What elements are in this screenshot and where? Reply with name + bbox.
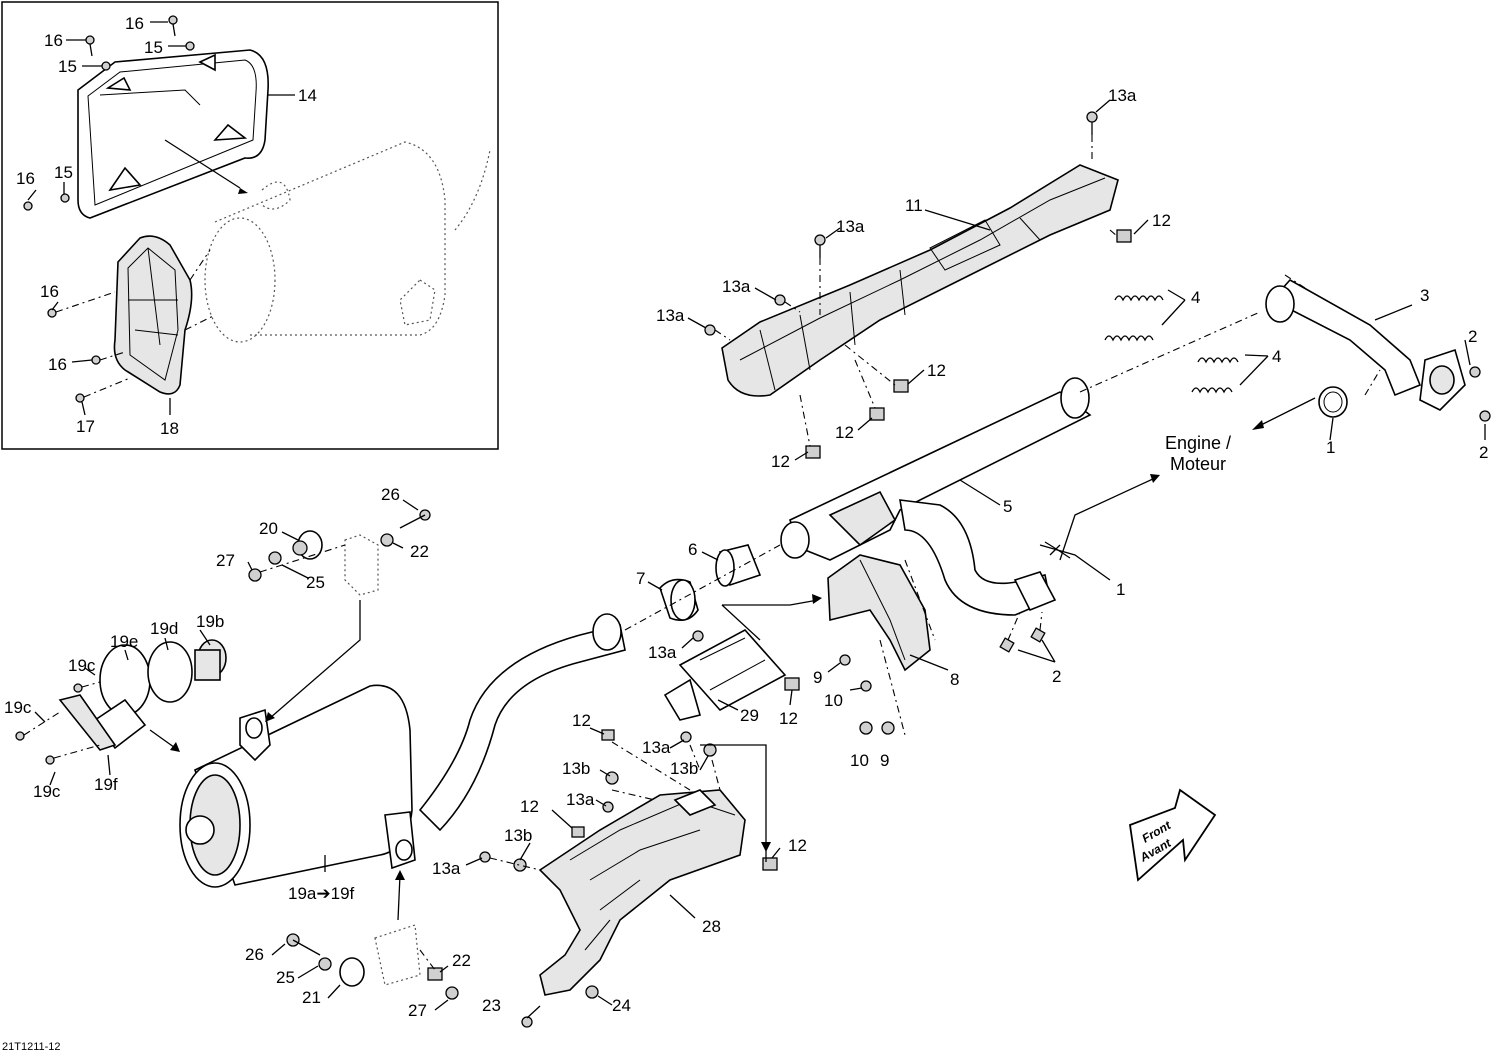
callout-22: 22: [410, 542, 429, 561]
callout-12: 12: [1152, 211, 1171, 230]
callout-2: 2: [1468, 327, 1477, 346]
callout-12: 12: [771, 452, 790, 471]
callout-13b: 13b: [670, 759, 698, 778]
front-direction-arrow: [1129, 788, 1217, 882]
callout-17: 17: [76, 417, 95, 436]
callout-8: 8: [950, 670, 959, 689]
callout-15: 15: [58, 57, 77, 76]
callout-12: 12: [835, 423, 854, 442]
callout-19a-19f: 19a➔19f: [288, 884, 355, 903]
lower-mount-hardware: [271, 870, 459, 1011]
callout-12: 12: [779, 709, 798, 728]
callout-14: 14: [298, 86, 317, 105]
callout-19b: 19b: [196, 612, 224, 631]
callout-2: 2: [1479, 443, 1488, 462]
callout-9: 9: [813, 668, 822, 687]
callout-19d: 19d: [150, 619, 178, 638]
heat-shield-11: [687, 99, 1149, 461]
header-pipe-3: [1252, 274, 1491, 441]
callout-15: 15: [144, 38, 163, 57]
engine-label-line2: Moteur: [1170, 454, 1226, 474]
callout-20: 20: [259, 519, 278, 538]
sleeve-6: [701, 544, 762, 587]
muffler-outlet-parts: [15, 629, 227, 786]
callout-13b: 13b: [504, 826, 532, 845]
callout-23: 23: [482, 996, 501, 1015]
callout-12: 12: [927, 361, 946, 380]
callout-19c: 19c: [4, 698, 32, 717]
callout-13a: 13a: [566, 790, 595, 809]
front-pipe-5: [780, 311, 1261, 663]
callout-19c: 19c: [68, 656, 96, 675]
callout-12: 12: [572, 711, 591, 730]
callout-13a: 13a: [722, 277, 751, 296]
callout-18: 18: [160, 419, 179, 438]
callout-13a: 13a: [656, 306, 685, 325]
callout-16: 16: [16, 169, 35, 188]
callout-15: 15: [54, 163, 73, 182]
callout-13b: 13b: [562, 759, 590, 778]
callout-1: 1: [1116, 580, 1125, 599]
callout-2: 2: [1052, 667, 1061, 686]
callout-10: 10: [824, 691, 843, 710]
callout-4: 4: [1272, 347, 1281, 366]
callout-25: 25: [276, 968, 295, 987]
callout-28: 28: [702, 917, 721, 936]
callout-3: 3: [1420, 286, 1429, 305]
callout-29: 29: [740, 706, 759, 725]
upper-mount-hardware: [247, 499, 431, 722]
callout-13a: 13a: [648, 643, 677, 662]
callout-16: 16: [44, 31, 63, 50]
muffler-19: [179, 684, 416, 888]
bracket-29: [663, 594, 822, 721]
clamp-7: [647, 578, 704, 649]
callout-12: 12: [788, 836, 807, 855]
heat-shield-8: [827, 554, 949, 736]
callout-13a: 13a: [836, 217, 865, 236]
callout-7: 7: [636, 569, 645, 588]
callout-22: 22: [452, 951, 471, 970]
callout-19c: 19c: [33, 782, 61, 801]
callout-21: 21: [302, 988, 321, 1007]
callout-5: 5: [1003, 497, 1012, 516]
callout-6: 6: [688, 540, 697, 559]
tail-pipe: [418, 544, 781, 832]
engine-label-line1: Engine /: [1165, 433, 1231, 453]
callout-26: 26: [381, 485, 400, 504]
callout-16: 16: [125, 14, 144, 33]
callout-13a: 13a: [432, 859, 461, 878]
diagram-reference-code: 21T1211-12: [2, 1041, 61, 1053]
callout-13a: 13a: [1108, 86, 1137, 105]
callout-10: 10: [850, 751, 869, 770]
callout-4: 4: [1191, 288, 1200, 307]
engine-label: Engine / Moteur: [1165, 433, 1231, 474]
callout-12: 12: [520, 797, 539, 816]
callout-25: 25: [306, 573, 325, 592]
callout-16: 16: [48, 355, 67, 374]
heat-shield-18: [113, 235, 193, 395]
callout-27: 27: [216, 551, 235, 570]
callout-9: 9: [880, 751, 889, 770]
callout-16: 16: [40, 282, 59, 301]
springs-4: [1104, 289, 1269, 394]
callout-26: 26: [245, 945, 264, 964]
callout-27: 27: [408, 1001, 427, 1020]
part-callouts: 16 16 15 15 14 16 15 16 16 17 18 13a 11 …: [4, 14, 1488, 1020]
heat-shield-28: [465, 727, 781, 1028]
callout-13a: 13a: [642, 738, 671, 757]
callout-19e: 19e: [110, 632, 138, 651]
callout-11: 11: [905, 196, 923, 215]
callout-24: 24: [612, 996, 631, 1015]
callout-19f: 19f: [94, 775, 118, 794]
callout-1: 1: [1326, 438, 1335, 457]
inset-detail-muffler-shields: [1, 1, 499, 450]
